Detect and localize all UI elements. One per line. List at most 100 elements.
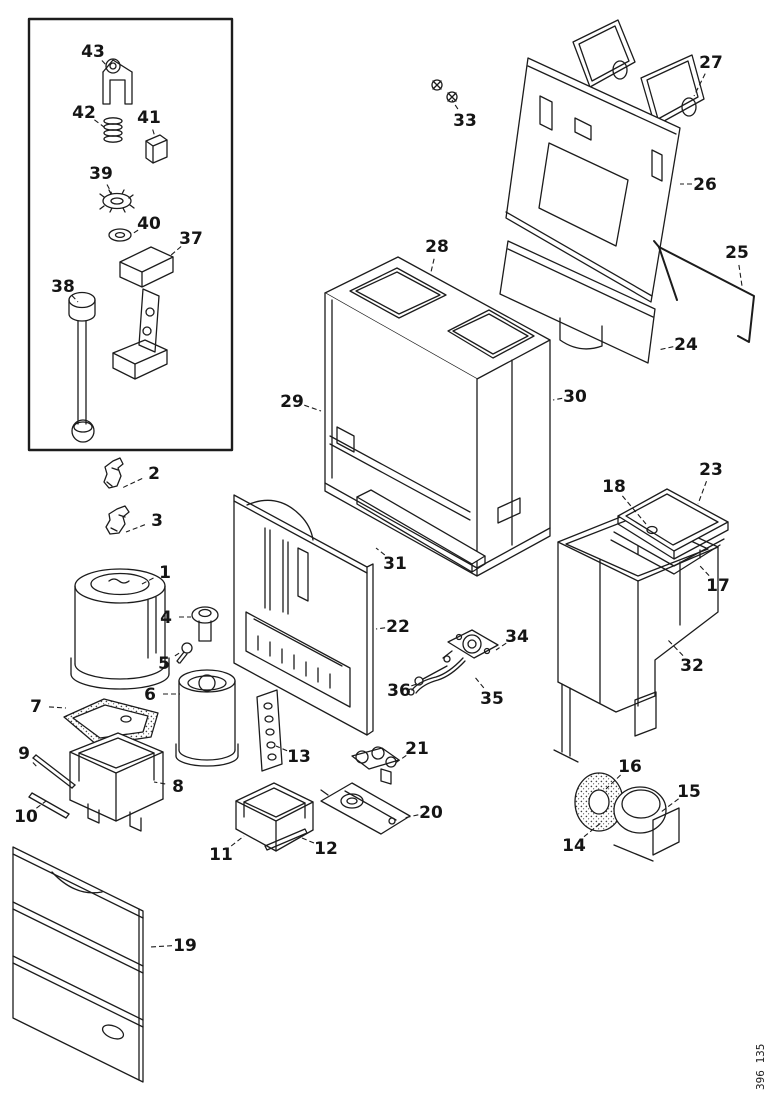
leader-line-21 xyxy=(393,754,407,765)
leader-line-39 xyxy=(106,184,113,195)
leader-line-1 xyxy=(139,577,154,586)
leader-line-18 xyxy=(621,495,647,525)
part-35-capillary-tube xyxy=(407,657,466,696)
callout-label-4: 4 xyxy=(160,608,172,628)
callout-label-2: 2 xyxy=(148,464,160,484)
leader-line-17 xyxy=(699,565,710,576)
leader-line-41 xyxy=(152,129,156,138)
callout-label-3: 3 xyxy=(151,511,163,531)
callout-label-6: 6 xyxy=(144,685,156,705)
leader-line-37 xyxy=(169,246,182,257)
callout-label-20: 20 xyxy=(419,803,443,823)
part-41-clip xyxy=(145,134,168,164)
part-11-drip-tray xyxy=(235,782,314,852)
part-39-lock-washer xyxy=(99,189,135,213)
leader-line-20 xyxy=(403,814,419,819)
callout-label-41: 41 xyxy=(137,108,161,128)
part-13-switch-strip xyxy=(256,689,283,772)
part-9-link-rod xyxy=(32,754,76,789)
leader-line-22 xyxy=(375,627,386,630)
part-18-lid-liner xyxy=(625,493,719,546)
callout-label-31: 31 xyxy=(383,554,407,574)
part-43-pivot-bracket xyxy=(102,58,133,105)
part-2-actuator-lever xyxy=(103,457,124,489)
callout-label-17: 17 xyxy=(706,576,730,596)
callout-label-18: 18 xyxy=(602,477,626,497)
callout-label-32: 32 xyxy=(680,656,704,676)
callout-label-8: 8 xyxy=(172,777,184,797)
part-19-front-panel xyxy=(12,846,144,1083)
callout-label-23: 23 xyxy=(699,460,723,480)
callout-label-28: 28 xyxy=(425,237,449,257)
leader-line-16 xyxy=(605,774,621,790)
leader-line-27 xyxy=(693,73,706,97)
callout-label-25: 25 xyxy=(725,243,749,263)
part-1-drive-motor xyxy=(70,568,170,690)
part-22-liner-panel xyxy=(233,494,374,736)
leader-line-3 xyxy=(125,524,146,533)
part-5-screw xyxy=(176,642,193,664)
callout-label-40: 40 xyxy=(137,214,161,234)
callout-label-14: 14 xyxy=(562,836,586,856)
leader-line-8 xyxy=(153,781,166,785)
callout-label-9: 9 xyxy=(18,744,30,764)
part-40-washer xyxy=(108,228,132,242)
callout-label-34: 34 xyxy=(505,627,529,647)
leader-line-14 xyxy=(583,821,603,838)
callout-label-7: 7 xyxy=(30,697,42,717)
callout-label-36: 36 xyxy=(387,681,411,701)
inset-detail-box xyxy=(27,17,234,452)
leader-line-15 xyxy=(660,798,679,813)
leader-line-35 xyxy=(473,675,485,689)
callout-label-21: 21 xyxy=(405,739,429,759)
part-3-actuator-lever xyxy=(105,505,130,535)
part-34-thermostat xyxy=(442,629,499,663)
callout-label-29: 29 xyxy=(280,392,304,412)
callout-label-22: 22 xyxy=(386,617,410,637)
part-38-shaft xyxy=(68,291,96,443)
leader-line-29 xyxy=(304,404,322,412)
callout-label-24: 24 xyxy=(674,335,698,355)
part-20-mounting-bracket xyxy=(320,782,411,835)
callout-label-10: 10 xyxy=(14,807,38,827)
callout-label-13: 13 xyxy=(287,747,311,767)
part-10-link-rod xyxy=(28,792,70,819)
leader-line-11 xyxy=(230,835,245,847)
leader-line-38 xyxy=(71,295,79,303)
leader-line-10 xyxy=(36,800,47,809)
part-7-cover xyxy=(63,698,159,746)
part-21-water-valve xyxy=(351,746,400,785)
leader-line-28 xyxy=(430,258,435,273)
leader-line-33 xyxy=(451,99,459,110)
part-26-rear-panel xyxy=(505,57,681,303)
part-16-fan-blade xyxy=(574,772,624,832)
leader-line-34 xyxy=(495,642,507,651)
leader-line-42 xyxy=(94,119,105,128)
leader-line-30 xyxy=(552,397,563,401)
leader-line-7 xyxy=(48,706,67,709)
part-31-bottom-rail xyxy=(356,489,486,573)
part-17-lid-frame xyxy=(610,531,725,575)
leader-line-24 xyxy=(657,346,674,351)
part-12-tray-gasket xyxy=(264,828,308,851)
leader-line-13 xyxy=(275,745,288,752)
callout-label-11: 11 xyxy=(209,845,233,865)
callout-label-19: 19 xyxy=(173,936,197,956)
part-6-reservoir xyxy=(175,669,239,767)
part-27-insulation-panels xyxy=(572,19,705,127)
leader-line-5 xyxy=(174,651,182,657)
leader-line-23 xyxy=(697,481,708,505)
callout-label-12: 12 xyxy=(314,839,338,859)
part-4-bearing-cap xyxy=(191,606,219,642)
leader-line-12 xyxy=(301,837,315,844)
part-42-spring xyxy=(103,117,123,143)
leader-line-25 xyxy=(738,264,743,287)
leader-line-32 xyxy=(667,639,684,656)
leader-line-9 xyxy=(32,762,39,769)
part-36-wire-lead xyxy=(414,665,448,686)
part-33-screws xyxy=(431,79,458,103)
part-23-lid xyxy=(617,488,729,560)
callout-label-33: 33 xyxy=(453,111,477,131)
leader-line-19 xyxy=(149,945,173,948)
